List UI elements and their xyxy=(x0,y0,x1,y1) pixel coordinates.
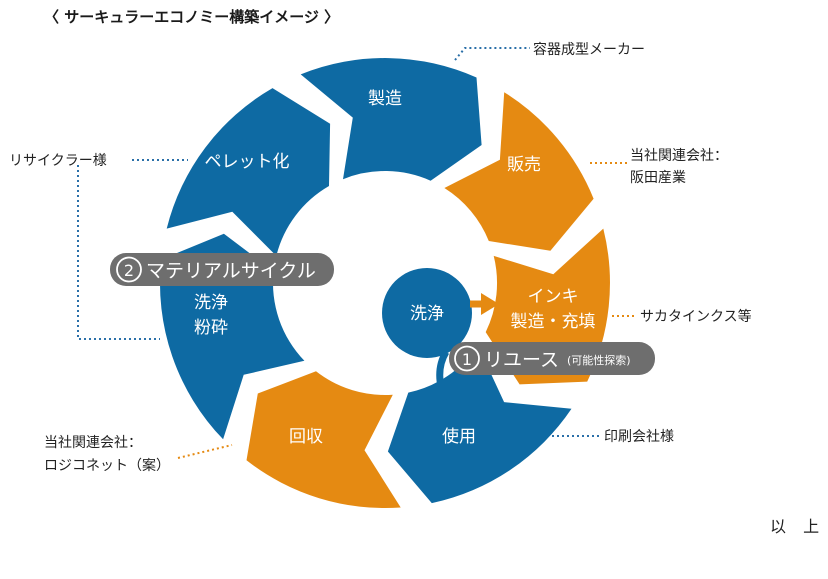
seg-washing-label-2: 粉砕 xyxy=(194,318,228,338)
seg-washing-label-1: 洗浄 xyxy=(194,293,228,313)
seg-manufacturing-shape xyxy=(300,58,482,181)
reuse-note: (可能性探索) xyxy=(567,353,631,367)
seg-pellet-label: ペレット化 xyxy=(205,152,290,172)
material-cycle-number: 2 xyxy=(124,261,134,280)
annotation-affiliate-logi-1: 当社関連会社： xyxy=(44,435,142,451)
reuse-callout: 1 リユース (可能性探索) xyxy=(449,342,655,375)
leader-recycler-down xyxy=(77,165,160,340)
reuse-arrowhead xyxy=(481,293,499,315)
center-wash-label: 洗浄 xyxy=(410,304,444,324)
seg-manufacturing-label: 製造 xyxy=(368,89,402,109)
reuse-number: 1 xyxy=(462,350,472,369)
leader-collection xyxy=(177,444,233,459)
material-cycle-label: マテリアルサイクル xyxy=(146,260,316,282)
page-title: 〈 サーキュラーエコノミー構築イメージ 〉 xyxy=(44,8,340,26)
annotation-affiliate-sales-2: 阪田産業 xyxy=(630,170,686,186)
closing-text: 以 上 xyxy=(770,517,826,536)
seg-ink-label-1: インキ xyxy=(528,287,579,307)
seg-use-label: 使用 xyxy=(442,426,476,447)
annotation-container-maker: 容器成型メーカー xyxy=(533,41,645,58)
annotation-affiliate-logi-2: ロジコネット（案） xyxy=(44,457,170,474)
reuse-label: リユース xyxy=(484,349,559,371)
leader-container-maker xyxy=(454,47,530,61)
seg-ink-label-2: 製造・充填 xyxy=(511,312,596,332)
seg-sales-shape xyxy=(444,92,594,251)
seg-collection-label: 回収 xyxy=(289,427,323,447)
seg-use-shape xyxy=(387,345,572,504)
material-cycle-callout: 2 マテリアルサイクル xyxy=(110,253,334,286)
center-wash-circle xyxy=(382,268,472,358)
seg-collection-shape xyxy=(246,371,401,509)
reuse-return-stroke xyxy=(436,350,450,402)
annotation-affiliate-sales-1: 当社関連会社： xyxy=(630,148,728,164)
annotation-sakata-inx: サカタインクス等 xyxy=(640,308,752,325)
annotation-recycler: リサイクラー様 xyxy=(9,153,107,169)
annotation-printing: 印刷会社様 xyxy=(604,429,674,445)
seg-pellet-shape xyxy=(166,88,331,256)
seg-sales-label: 販売 xyxy=(507,155,541,175)
